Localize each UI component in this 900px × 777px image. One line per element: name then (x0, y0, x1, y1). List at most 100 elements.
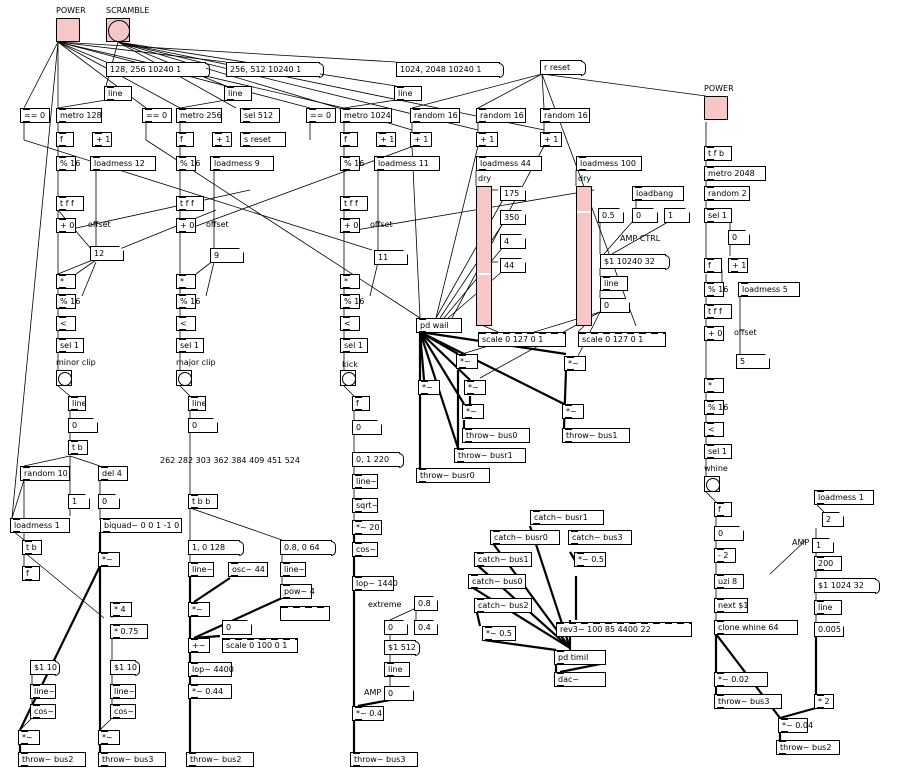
num-04[interactable]: 0.4 (414, 620, 438, 635)
major-clip-bang[interactable] (176, 370, 192, 386)
obj-lt4: < (704, 422, 724, 437)
obj-plus1a: + 1 (92, 132, 112, 147)
num-0j[interactable]: 0 (98, 494, 120, 509)
amp-ctrl-label: AMP CTRL (620, 234, 661, 243)
whine-bang[interactable] (704, 476, 720, 492)
num-0h[interactable]: 0 (728, 230, 750, 245)
obj-lm9: loadmess 9 (210, 156, 274, 171)
num-0b[interactable]: 0 (600, 298, 630, 313)
obj-star3: * (340, 274, 360, 289)
obj-catch-busr0: catch~ busr0 (490, 530, 560, 545)
obj-mul04: *~ 0.4 (352, 706, 384, 721)
num-11[interactable]: 11 (374, 250, 408, 265)
obj-metro2048: metro 2048 (704, 166, 766, 181)
num-0a[interactable]: 0 (632, 208, 658, 223)
obj-minus2: - 2 (714, 548, 736, 563)
offset-label-2: offset (206, 220, 229, 229)
message-reset[interactable]: r reset (540, 60, 586, 76)
minor-clip-label: minor clip (56, 358, 96, 367)
amp-label-2: AMP (792, 538, 810, 547)
dry-slider-2[interactable] (576, 186, 592, 326)
obj-mul044: *~ 0.44 (188, 684, 232, 699)
obj-f4: f (704, 258, 722, 273)
message-1-220[interactable]: 0, 1 220 (352, 452, 404, 468)
obj-next1: next $1 (714, 598, 748, 613)
num-0k[interactable]: 0 (222, 620, 252, 635)
dry-label-1: dry (478, 174, 492, 183)
obj-linet4: line~ (188, 562, 214, 577)
obj-lm44: loadmess 44 (476, 156, 542, 171)
obj-lm5: loadmess 5 (738, 282, 800, 297)
num-08[interactable]: 0.8 (414, 596, 438, 611)
num-350[interactable]: 350 (500, 210, 526, 225)
message-1024[interactable]: 1024, 2048 10240 1 (396, 62, 504, 78)
obj-linet3: line~ (110, 684, 136, 699)
obj-del4: del 4 (98, 466, 128, 481)
message-s1024[interactable]: $1 10240 32 (600, 254, 670, 270)
message-128[interactable]: 128, 256 10240 1 (106, 62, 210, 78)
obj-lm1b: loadmess 1 (814, 490, 874, 505)
message-s1-10a[interactable]: $1 10 (30, 660, 60, 676)
obj-eq0a: == 0 (20, 108, 50, 123)
obj-mod16a: % 16 (56, 156, 80, 171)
message-s1-1024[interactable]: $1 1024 32 (814, 578, 880, 594)
obj-add0a: + 0 (56, 218, 76, 233)
obj-catch-bus2: catch~ bus2 (474, 598, 532, 613)
obj-sel1e: sel 1 (704, 444, 732, 459)
obj-cos1: cos~ (352, 542, 378, 557)
obj-plus1d: + 1 (410, 132, 432, 147)
power-label: POWER (56, 6, 86, 15)
num-0c[interactable]: 0 (68, 418, 98, 433)
num-0g[interactable]: 0 (384, 686, 414, 701)
message-256[interactable]: 256, 512 10240 1 (226, 62, 324, 78)
num-05[interactable]: 0.5 (598, 208, 624, 223)
obj-tfb: t f b (704, 146, 732, 161)
num-12[interactable]: 12 (90, 246, 124, 261)
power2-toggle[interactable] (704, 96, 728, 120)
num-2[interactable]: 2 (822, 512, 844, 527)
message-1-0-128[interactable]: 1, 0 128 (188, 540, 244, 556)
obj-throw-bus2a: throw~ bus2 (18, 752, 86, 767)
num-1c[interactable]: 1 (812, 538, 834, 553)
obj-mul4: * 4 (110, 602, 132, 617)
num-0e[interactable]: 0 (352, 420, 382, 435)
obj-plus1c: + 1 (376, 132, 396, 147)
obj-mult5: *~ (564, 356, 586, 371)
num-0005[interactable]: 0.005 (814, 622, 844, 637)
num-1b[interactable]: 1 (68, 494, 90, 509)
minor-clip-bang[interactable] (56, 370, 72, 386)
num-9[interactable]: 9 (210, 248, 244, 263)
num-0f[interactable]: 0 (384, 620, 408, 635)
num-1a[interactable]: 1 (664, 208, 690, 223)
message-s1-512[interactable]: $1 512 (384, 640, 420, 656)
num-44[interactable]: 44 (500, 258, 526, 273)
num-4[interactable]: 4 (500, 234, 526, 249)
dry-slider-1[interactable] (476, 186, 492, 326)
obj-rev-text: rev3~ 100 85 4400 22 (560, 625, 651, 634)
obj-mod16e: % 16 (176, 294, 200, 309)
obj-rand16c: random 16 (540, 108, 590, 123)
scramble-bang[interactable] (106, 18, 130, 42)
num-175[interactable]: 175 (500, 186, 526, 201)
kick-bang[interactable] (340, 370, 356, 386)
obj-pdtimil[interactable]: pd timil (554, 650, 606, 665)
obj-scale-2-text: scale 0 127 0 1 (582, 335, 644, 344)
extreme-label: extreme (368, 600, 402, 609)
obj-mul05b: *~ 0.5 (482, 626, 516, 641)
num-0i[interactable]: 0 (714, 526, 744, 541)
offset-label-4: offset (734, 328, 757, 337)
num-0d[interactable]: 0 (188, 418, 218, 433)
obj-clone[interactable]: clone whine 64 (714, 620, 798, 635)
power-toggle[interactable] (56, 18, 80, 42)
obj-osc44: osc~ 44 (228, 562, 268, 577)
num-5[interactable]: 5 (736, 354, 770, 369)
obj-rand16b: random 16 (476, 108, 526, 123)
obj-cos2: cos~ (30, 704, 56, 719)
power2-label: POWER (704, 84, 734, 93)
message-s1-10b[interactable]: $1 10 (110, 660, 140, 676)
obj-mod16g: % 16 (704, 282, 728, 297)
obj-metro1024: metro 1024 (340, 108, 392, 123)
obj-pd-wail[interactable]: pd wail (416, 318, 462, 333)
obj-rand16a: random 16 (410, 108, 460, 123)
message-08-0-64[interactable]: 0.8, 0 64 (280, 540, 336, 556)
